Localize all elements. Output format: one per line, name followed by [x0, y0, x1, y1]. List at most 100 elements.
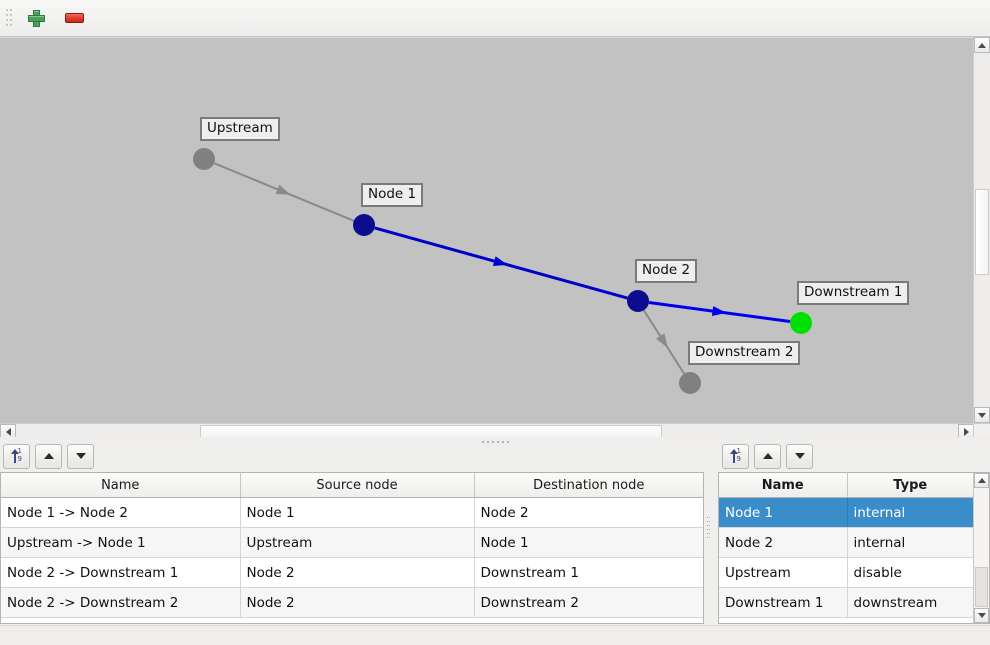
edges-col-destination[interactable]: Destination node [474, 473, 703, 498]
main-toolbar [0, 0, 990, 37]
chevron-left-icon [5, 427, 11, 436]
graph-edge-arrowhead [711, 306, 727, 317]
edge-destination: Downstream 1 [474, 557, 703, 588]
triangle-up-icon [762, 453, 773, 459]
graph-node-label-downstream1[interactable]: Downstream 1 [797, 281, 910, 305]
triangle-down-icon [75, 453, 86, 459]
splitter-grip-icon [481, 440, 509, 443]
node-name: Node 1 [719, 497, 848, 528]
graph-node-node2[interactable] [627, 290, 649, 312]
scroll-up-button[interactable] [974, 37, 990, 53]
edge-source: Node 2 [240, 557, 475, 588]
graph-node-label-node1[interactable]: Node 1 [361, 183, 424, 207]
graph-node-label-node2[interactable]: Node 2 [635, 259, 698, 283]
nodes-scroll-up-button[interactable] [974, 473, 989, 488]
graph-node-downstream1[interactable] [790, 312, 812, 334]
triangle-down-icon [794, 453, 805, 459]
canvas-vertical-scrollbar[interactable] [973, 37, 990, 423]
edge-source: Node 1 [240, 497, 475, 528]
edges-col-source[interactable]: Source node [240, 473, 475, 498]
scroll-down-button[interactable] [974, 407, 990, 423]
edges-col-name[interactable]: Name [1, 473, 241, 498]
graph-node-label-downstream2[interactable]: Downstream 2 [688, 341, 801, 365]
graph-node-downstream2[interactable] [679, 372, 701, 394]
chevron-down-icon [978, 412, 986, 418]
remove-node-button[interactable] [58, 2, 90, 34]
edge-name: Upstream -> Node 1 [1, 527, 241, 558]
edge-name: Node 2 -> Downstream 1 [1, 557, 241, 588]
canvas-horizontal-scrollbar[interactable] [0, 423, 974, 440]
chevron-up-icon [978, 42, 986, 48]
edge-destination: Downstream 2 [474, 587, 703, 618]
graph-edge-arrowhead [656, 333, 668, 348]
nodes-table-header-row: Name Type [719, 473, 973, 498]
graph-edge-arrowhead [275, 184, 291, 195]
triangle-up-icon [43, 453, 54, 459]
edges-table: Name Source node Destination node Node 1… [1, 473, 703, 618]
horizontal-splitter[interactable] [0, 437, 990, 446]
red-minus-icon [64, 13, 84, 23]
graph-node-upstream[interactable] [193, 148, 215, 170]
edge-destination: Node 2 [474, 497, 703, 528]
graph-svg [193, 148, 812, 394]
vertical-scroll-trough[interactable] [974, 53, 990, 407]
graph-node-label-upstream[interactable]: Upstream [200, 117, 280, 141]
node-type: downstream [847, 587, 973, 618]
edge-name: Node 2 -> Downstream 2 [1, 587, 241, 618]
node-name: Upstream [719, 557, 848, 588]
edges-move-up-button[interactable] [35, 443, 62, 469]
edge-name: Node 1 -> Node 2 [1, 497, 241, 528]
vertical-scroll-thumb[interactable] [975, 189, 989, 275]
edges-move-down-button[interactable] [67, 443, 94, 469]
nodes-scroll-down-button[interactable] [974, 608, 989, 623]
node-type: disable [847, 557, 973, 588]
edges-table-container[interactable]: Name Source node Destination node Node 1… [0, 472, 704, 624]
vertical-splitter[interactable] [706, 503, 710, 553]
nodes-table-scrollbar[interactable] [973, 473, 989, 623]
node-name: Node 2 [719, 527, 848, 558]
edges-table-header-row: Name Source node Destination node [1, 473, 703, 498]
node-type: internal [847, 527, 973, 558]
chevron-down-icon [977, 613, 986, 618]
edge-destination: Node 1 [474, 527, 703, 558]
graph-node-node1[interactable] [353, 214, 375, 236]
nodes-move-up-button[interactable] [754, 443, 781, 469]
edge-source: Upstream [240, 527, 475, 558]
node-type: internal [847, 497, 973, 528]
nodes-scroll-thumb[interactable] [975, 567, 988, 607]
nodes-col-type[interactable]: Type [847, 473, 973, 498]
node-name: Downstream 1 [719, 587, 848, 618]
green-plus-icon [27, 9, 45, 27]
scrollbar-corner [973, 423, 990, 440]
status-bar [0, 625, 990, 645]
graph-edge-arrowhead [492, 256, 508, 266]
add-node-button[interactable] [20, 2, 52, 34]
edge-source: Node 2 [240, 587, 475, 618]
chevron-up-icon [977, 478, 986, 483]
toolbar-drag-handle[interactable] [4, 7, 14, 29]
nodes-move-down-button[interactable] [786, 443, 813, 469]
nodes-col-name[interactable]: Name [719, 473, 848, 498]
